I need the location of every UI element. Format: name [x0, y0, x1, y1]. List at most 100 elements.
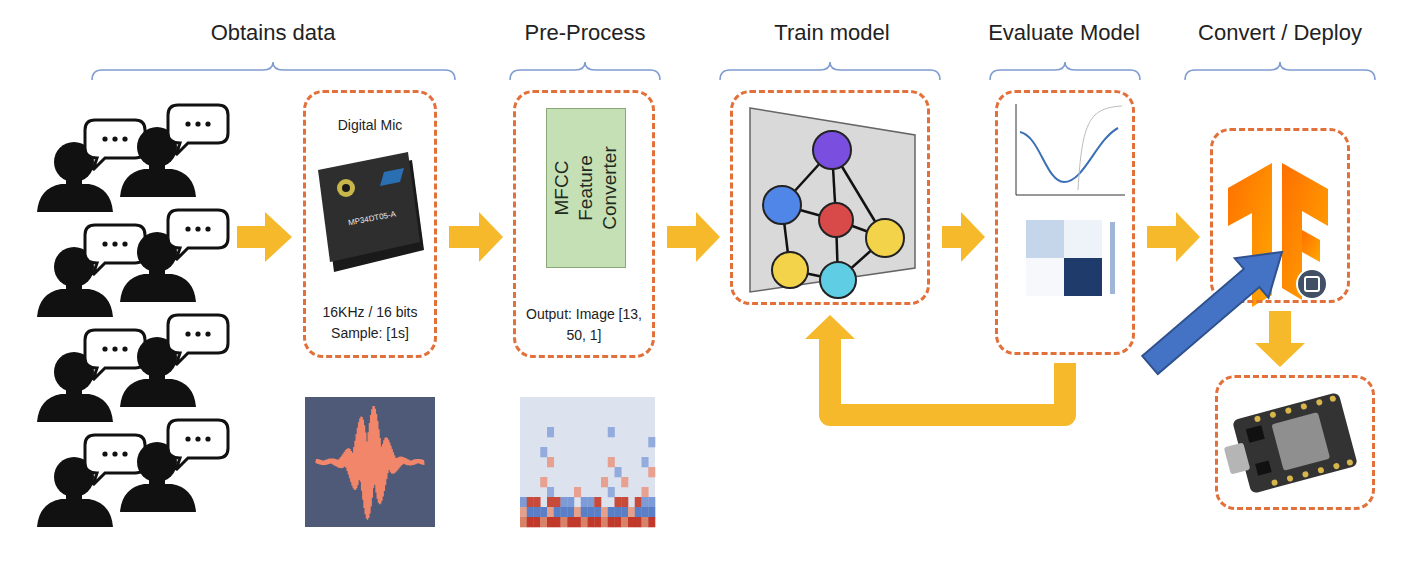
tensorflow-logo	[1228, 163, 1328, 307]
mfcc-cell	[621, 517, 628, 527]
neuron	[763, 186, 801, 224]
mfcc-cell	[642, 457, 649, 467]
stage-box	[730, 90, 930, 305]
mfcc-cell	[534, 497, 541, 507]
mfcc-cell	[588, 517, 595, 527]
mfcc-cell	[547, 507, 554, 517]
mfcc-cell	[608, 457, 615, 467]
matrix-cell	[1064, 220, 1102, 258]
mfcc-cell	[648, 467, 655, 477]
arrow-shaft	[942, 226, 961, 248]
arrow-head	[805, 315, 855, 339]
highlight-arrow	[1142, 252, 1282, 374]
mfcc-cell	[561, 497, 568, 507]
plot-curve	[1020, 128, 1118, 182]
flow-arrow	[942, 212, 985, 262]
stage-heading: Train model	[774, 20, 889, 46]
box-title: MFCC Feature Converter	[550, 133, 621, 243]
mfcc-cell	[608, 427, 615, 437]
stage-heading: Obtains data	[211, 20, 336, 46]
mfcc-cell	[540, 507, 547, 517]
flow-arrow	[237, 212, 292, 262]
mfcc-cell	[601, 507, 608, 517]
neuron	[772, 252, 808, 288]
bracket	[510, 62, 660, 80]
stage-heading: Evaluate Model	[988, 20, 1140, 46]
mfcc-cell	[540, 477, 547, 487]
arrow-shaft	[667, 226, 696, 248]
mfcc-cell	[628, 517, 635, 527]
mic-port	[342, 184, 350, 192]
mfcc-cell	[615, 507, 622, 517]
neuron	[866, 219, 904, 257]
arrow-head	[696, 212, 720, 262]
board-pads	[1254, 395, 1354, 486]
mfcc-cell	[581, 507, 588, 517]
mfcc-cell	[561, 517, 568, 527]
mic-port	[337, 179, 355, 197]
st-logo	[380, 168, 404, 186]
mfcc-cell	[554, 497, 561, 507]
network-neurons	[763, 131, 904, 298]
loss-plot	[1016, 104, 1125, 195]
mfcc-cell	[574, 507, 581, 517]
arrow-shaft	[1147, 226, 1176, 248]
matrix-cell	[1026, 220, 1064, 258]
mfcc-cell	[527, 517, 534, 527]
plot-axes	[1016, 104, 1125, 195]
arrow-shaft	[449, 226, 479, 248]
bracket	[1185, 62, 1375, 80]
waveform-ground	[305, 397, 435, 527]
mfcc-cell	[615, 497, 622, 507]
mfcc-cell	[594, 497, 601, 507]
mfcc-cell	[567, 497, 574, 507]
microphone-chip	[318, 152, 424, 272]
mfcc-cell	[561, 507, 568, 517]
mfcc-cell	[648, 437, 655, 447]
mfcc-cell	[547, 517, 554, 527]
mfcc-cell	[574, 517, 581, 527]
flow-arrow	[449, 212, 503, 262]
speaker-icon	[37, 435, 145, 527]
mfcc-cell	[621, 477, 628, 487]
micro-badge	[1297, 269, 1327, 299]
plot-curve	[1078, 106, 1122, 190]
mfcc-cell	[547, 457, 554, 467]
mfcc-cell	[554, 507, 561, 517]
mfcc-cell	[567, 517, 574, 527]
neuron	[820, 262, 856, 298]
micro-badge-chip	[1305, 277, 1319, 291]
matrix-scale	[1110, 222, 1115, 294]
mfcc-cell	[534, 517, 541, 527]
mfcc-cell	[540, 517, 547, 527]
logo-part	[1282, 163, 1328, 300]
speakers	[37, 105, 228, 527]
speaker-icon	[120, 105, 228, 197]
mfcc-cell	[642, 497, 649, 507]
stage-box	[995, 90, 1135, 355]
mfcc-cell	[601, 517, 608, 527]
arrow-head	[1176, 212, 1200, 262]
mfcc-cell	[608, 507, 615, 517]
mfcc-cell	[615, 467, 622, 477]
stage-box: MFCC Feature ConverterOutput: Image [13,…	[513, 90, 655, 358]
confusion-matrix	[1026, 220, 1115, 296]
stage-heading: Pre-Process	[524, 20, 645, 46]
board-chip	[1246, 425, 1265, 443]
bracket	[720, 62, 940, 80]
shield-can	[1271, 412, 1330, 471]
speaker-icon	[120, 315, 228, 407]
mfcc-heatmap	[520, 427, 655, 527]
arrow-head	[1255, 343, 1305, 367]
flow-arrow	[1255, 311, 1305, 367]
mfcc-cell	[642, 487, 649, 497]
mfcc-cell	[588, 497, 595, 507]
mfcc-cell	[547, 487, 554, 497]
chip-top	[318, 152, 420, 262]
mfcc-cell	[547, 497, 554, 507]
usb-connector	[1224, 442, 1251, 474]
mfcc-ground	[520, 397, 655, 527]
mfcc-cell	[648, 497, 655, 507]
